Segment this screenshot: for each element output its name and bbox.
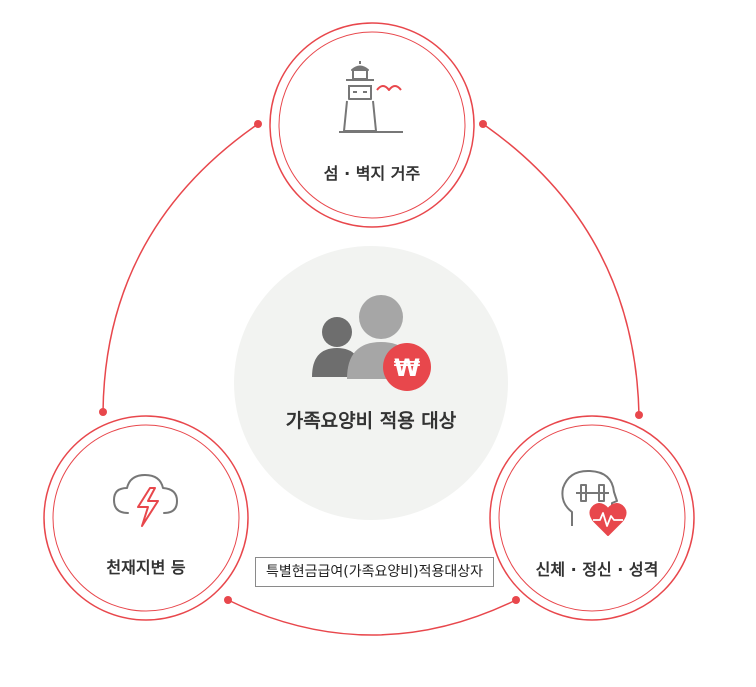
center-label: 가족요양비 적용 대상	[285, 410, 457, 432]
connector-arcs	[102, 123, 640, 636]
connector-dot	[254, 120, 262, 128]
head-dumbbell-heart-icon	[561, 469, 627, 536]
center-disc	[234, 246, 508, 520]
connector-dot	[99, 408, 107, 416]
lighthouse-icon	[339, 61, 403, 133]
connector-dot	[224, 596, 232, 604]
connector-arc-top-left	[102, 123, 259, 413]
node-label-left: 천재지변 등	[106, 558, 186, 577]
node-label-right: 신체 · 정신 · 성격	[535, 560, 659, 579]
connector-arc-top-right	[482, 123, 640, 416]
connector-dot	[512, 596, 520, 604]
connector-arc-bottom	[227, 599, 517, 636]
connector-dot	[479, 120, 487, 128]
svg-text:₩: ₩	[394, 354, 421, 382]
connector-dot	[635, 411, 643, 419]
connector-dots	[99, 120, 643, 604]
people-won-icon: ₩	[312, 295, 431, 391]
node-label-top: 섬 · 벽지 거주	[323, 164, 421, 183]
cloud-lightning-icon	[113, 474, 178, 527]
node-top	[269, 22, 475, 228]
caption-box: 특별현금급여(가족요양비)적용대상자	[255, 557, 495, 587]
